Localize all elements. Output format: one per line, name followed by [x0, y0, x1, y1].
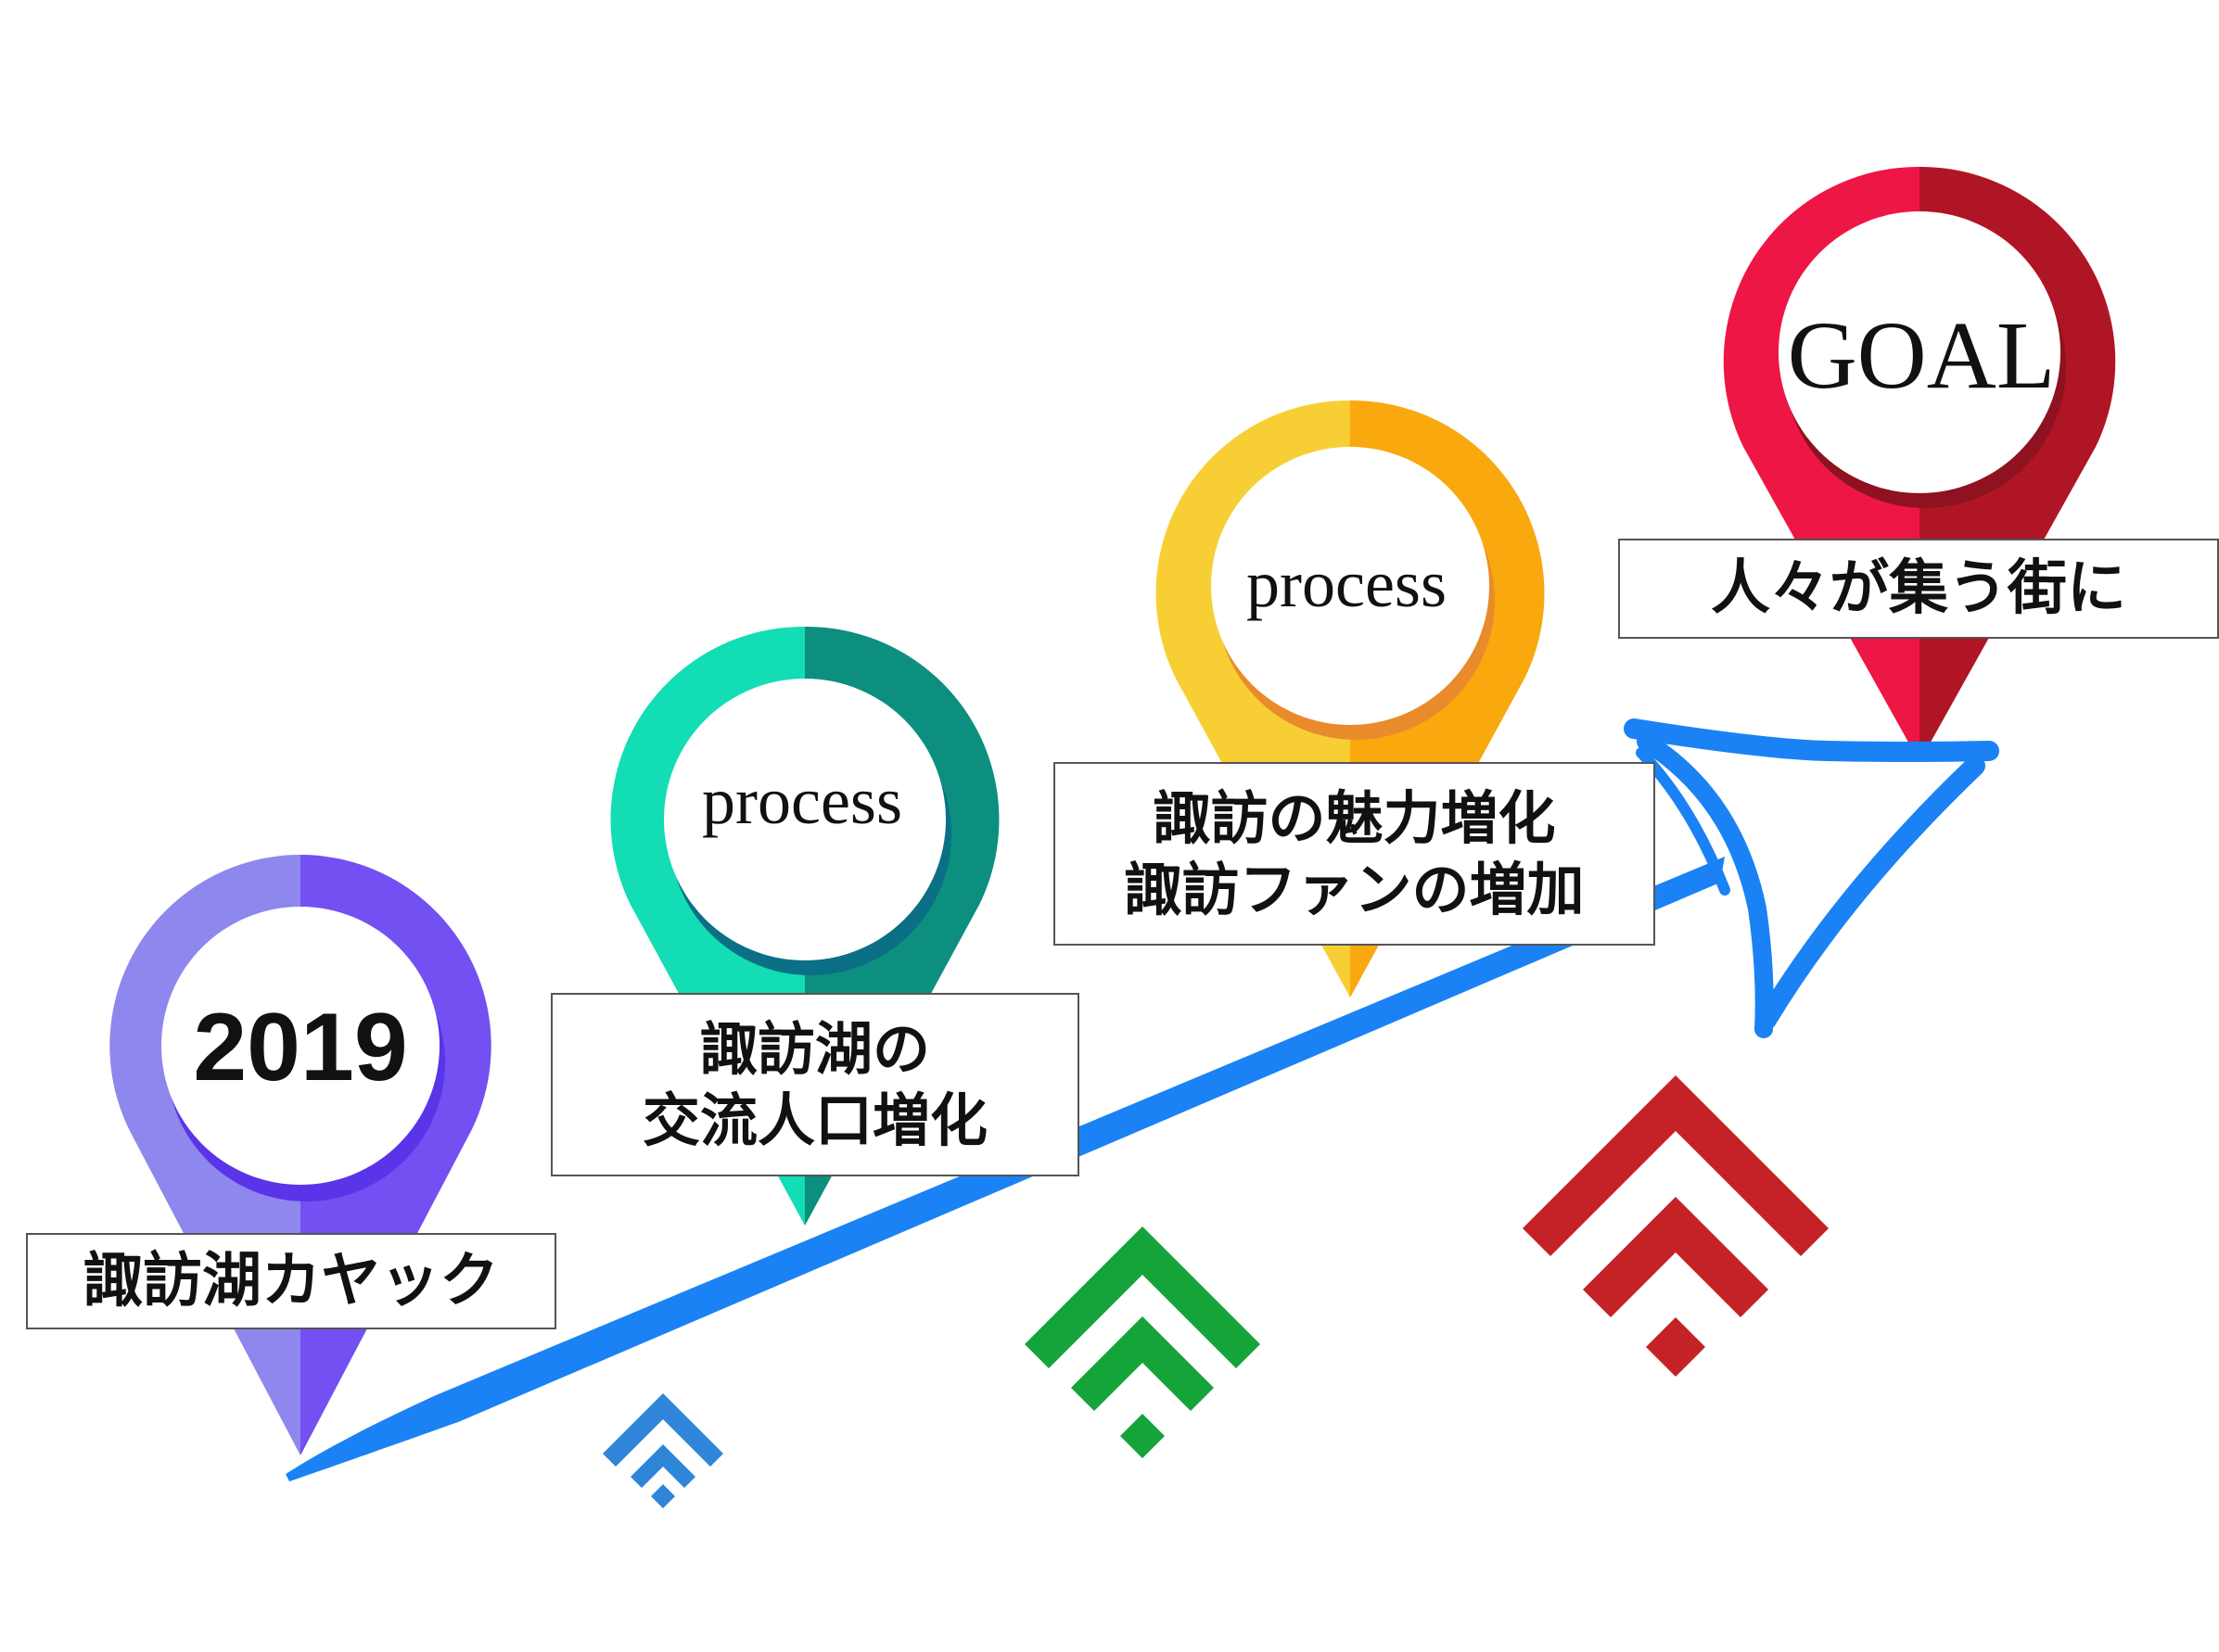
label-process-2-line-1: 諏訪の魅力増化 [1153, 783, 1556, 852]
label-goal-line-1: 人々が集う街に [1711, 554, 2126, 623]
arrow-head [1624, 718, 1999, 1038]
chevron-large-lower [1583, 1197, 1768, 1317]
label-process-1-line-1: 諏訪湖の [699, 1014, 930, 1083]
pin-process-1-text: process [702, 764, 902, 838]
chevron-small-lower [631, 1444, 695, 1488]
pin-process-2-disc [1211, 447, 1489, 725]
chevron-small-icon [603, 1393, 723, 1508]
label-start-line-1: 諏訪湖カヤック [83, 1247, 499, 1315]
pin-start-marker: 2019 [109, 855, 491, 1455]
chevron-small-tip [651, 1484, 675, 1508]
arrow-head-inner-stroke [1637, 732, 1774, 1038]
pin-start-text: 2019 [193, 994, 407, 1101]
label-goal: 人々が集う街に [1618, 539, 2219, 639]
chevron-medium-icon [1025, 1226, 1260, 1458]
label-process-2-line-2: 諏訪ファンの増加 [1124, 856, 1585, 923]
chevron-large-icon [1523, 1075, 1829, 1377]
label-process-1: 諏訪湖の 交流人口増化 [551, 993, 1079, 1176]
arrow-head-top-stroke [1624, 718, 1999, 762]
chevron-large-tip [1646, 1317, 1705, 1377]
pin-process-2-text: process [1246, 547, 1447, 621]
label-start: 諏訪湖カヤック [26, 1233, 556, 1329]
arrow-head-bottom-stroke [1756, 756, 1985, 1030]
pin-start-disc [161, 907, 440, 1185]
chevron-small-upper [603, 1393, 723, 1467]
chevron-medium-lower [1071, 1316, 1214, 1411]
label-process-1-line-2: 交流人口増化 [642, 1087, 988, 1154]
chevron-large-upper [1523, 1075, 1829, 1256]
pin-process-1-disc [664, 679, 946, 960]
pin-goal-text: GOAL [1788, 302, 2056, 409]
label-process-2: 諏訪の魅力増化 諏訪ファンの増加 [1053, 762, 1655, 946]
chevron-medium-tip [1120, 1414, 1165, 1458]
pin-goal-marker: GOAL [1723, 166, 2116, 763]
chevron-medium-upper [1025, 1226, 1260, 1368]
pin-goal-disc [1779, 211, 2060, 493]
